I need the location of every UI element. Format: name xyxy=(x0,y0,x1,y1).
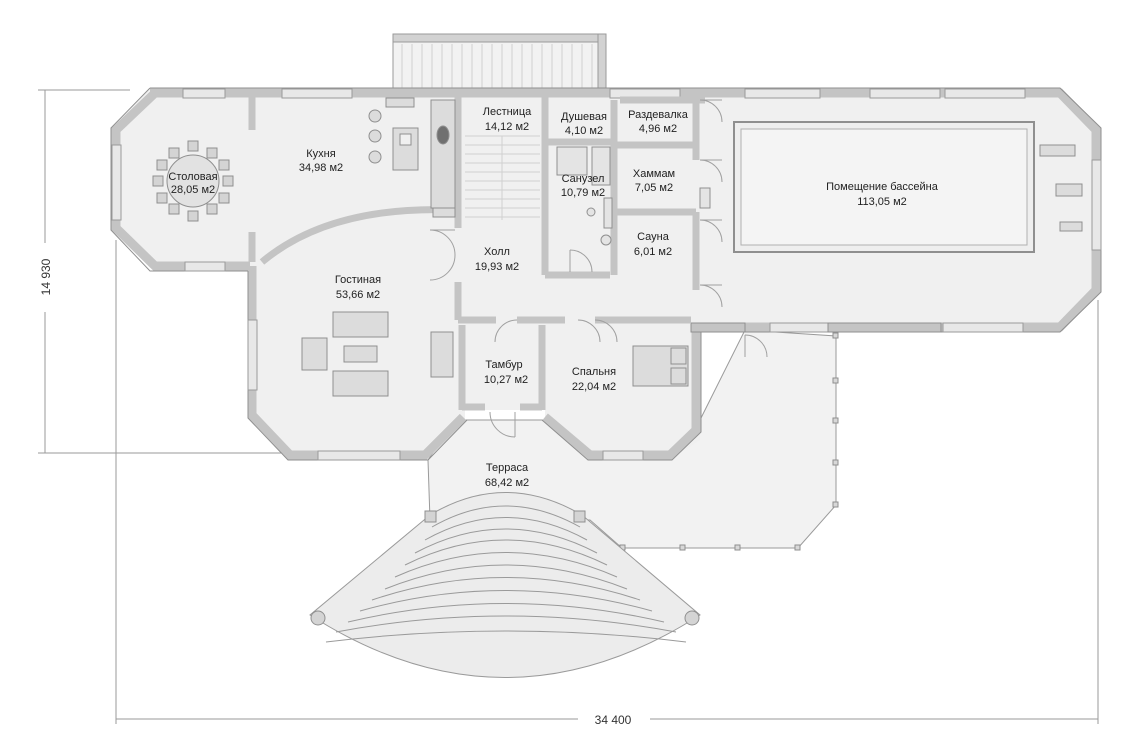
room-area-bathroom: 10,79 м2 xyxy=(561,187,605,199)
room-name-living: Гостиная xyxy=(335,274,381,286)
door-swings xyxy=(429,99,768,438)
dining-table xyxy=(152,140,234,222)
room-name-dining: Столовая xyxy=(168,171,217,183)
dimension-lines xyxy=(38,89,1099,724)
kitchen-furniture xyxy=(368,97,456,218)
room-name-hall: Холл xyxy=(484,246,510,258)
room-area-hall: 19,93 м2 xyxy=(475,261,519,273)
room-name-terrace: Терраса xyxy=(486,462,529,474)
interior-walls xyxy=(248,95,705,411)
terrace-posts xyxy=(619,332,839,551)
room-area-hammam: 7,05 м2 xyxy=(635,182,673,194)
living-furniture xyxy=(301,311,454,397)
room-area-sauna: 6,01 м2 xyxy=(634,246,672,258)
room-name-stairs: Лестница xyxy=(483,106,532,118)
room-name-bedroom: Спальня xyxy=(572,366,616,378)
room-area-kitchen: 34,98 м2 xyxy=(299,162,343,174)
room-area-terrace: 68,42 м2 xyxy=(485,477,529,489)
terrace-steps xyxy=(309,492,701,678)
bathroom-fixtures xyxy=(556,146,711,246)
staircase xyxy=(465,135,540,220)
room-area-vestibule: 10,27 м2 xyxy=(484,374,528,386)
room-labels: Столовая 28,05 м2 Кухня 34,98 м2 Лестниц… xyxy=(168,106,938,489)
dimension-height: 14 930 xyxy=(39,258,53,295)
room-area-dining: 28,05 м2 xyxy=(171,184,215,196)
top-balcony xyxy=(392,33,607,91)
room-area-changing: 4,96 м2 xyxy=(639,123,677,135)
pool-loungers xyxy=(1039,144,1083,232)
room-area-bedroom: 22,04 м2 xyxy=(572,381,616,393)
room-name-pool: Помещение бассейна xyxy=(826,181,939,193)
wall-blocks xyxy=(690,322,942,333)
room-area-living: 53,66 м2 xyxy=(336,289,380,301)
dimension-width: 34 400 xyxy=(595,713,632,727)
bed xyxy=(632,345,689,387)
room-name-kitchen: Кухня xyxy=(306,148,335,160)
stair-posts xyxy=(310,510,700,626)
room-name-changing: Раздевалка xyxy=(628,109,689,121)
pool xyxy=(733,121,1035,253)
room-name-vestibule: Тамбур xyxy=(485,359,522,371)
room-name-bathroom: Санузел xyxy=(562,173,605,185)
room-area-stairs: 14,12 м2 xyxy=(485,121,529,133)
room-area-shower: 4,10 м2 xyxy=(565,125,603,137)
windows xyxy=(111,88,1102,461)
room-name-shower: Душевая xyxy=(561,111,607,123)
room-name-sauna: Сауна xyxy=(637,231,670,243)
room-name-hammam: Хаммам xyxy=(633,168,675,180)
room-area-pool: 113,05 м2 xyxy=(857,196,907,208)
